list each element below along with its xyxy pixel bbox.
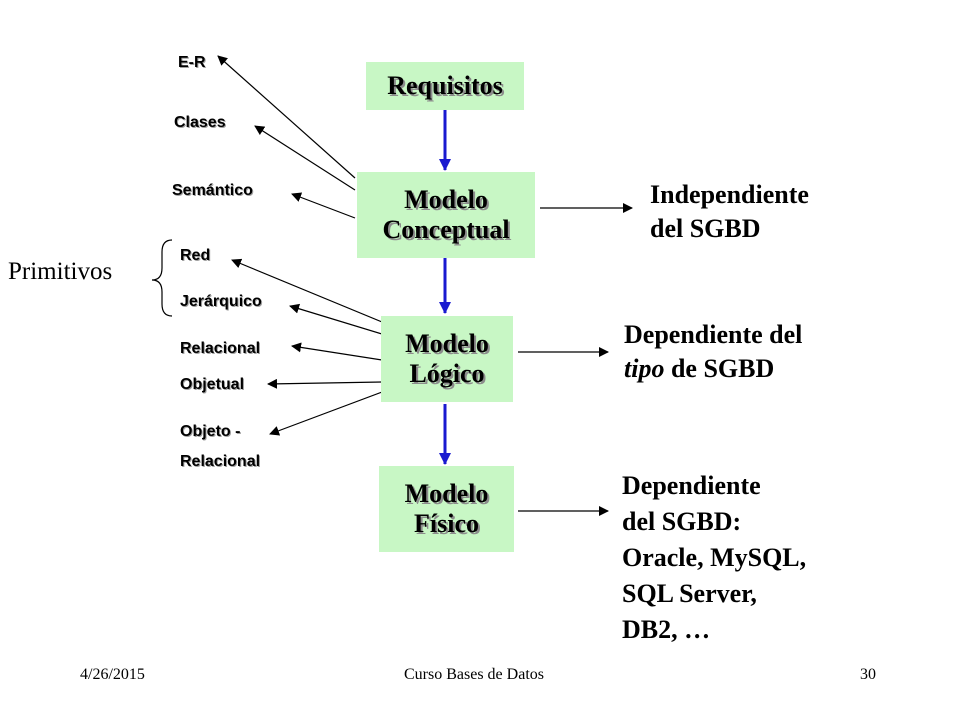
desc-fisico-line1: Dependiente — [622, 471, 761, 500]
label-objeto-relacional: Relacional — [180, 453, 261, 470]
modelo-logico-box: Modelo Lógico — [381, 316, 513, 402]
desc-conceptual: Independiente del SGBD — [650, 178, 809, 246]
footer-course: Curso Bases de Datos — [404, 666, 544, 683]
footer-date: 4/26/2015 — [80, 666, 145, 683]
desc-logico-line2: tipo de SGBD — [624, 352, 802, 386]
footer-page: 30 — [860, 666, 876, 683]
label-red: Red — [180, 247, 211, 264]
desc-conceptual-line1: Independiente — [650, 180, 809, 209]
primitivos-brace — [151, 239, 173, 317]
desc-fisico-line4: SQL Server, — [622, 579, 757, 608]
label-relacional: Relacional — [180, 340, 261, 357]
label-clases: Clases — [174, 114, 226, 131]
desc-logico-rest: de SGBD — [664, 354, 775, 383]
desc-logico: Dependiente del tipo de SGBD — [624, 318, 802, 386]
arrow-to-clases — [254, 125, 356, 191]
arrow-to-semantico — [291, 192, 356, 219]
modelo-fisico-box: Modelo Físico — [379, 466, 514, 552]
modelo-logico-line2: Lógico — [409, 359, 485, 388]
arrow-to-er — [217, 55, 356, 179]
modelo-fisico-line1: Modelo — [404, 479, 489, 508]
desc-conceptual-line2: del SGBD — [650, 214, 761, 243]
label-er: E-R — [178, 54, 206, 71]
desc-fisico-line5: DB2, … — [622, 615, 711, 644]
requisitos-label: Requisitos — [387, 71, 503, 100]
desc-fisico-line2: del SGBD: — [622, 507, 742, 536]
desc-logico-italic: tipo — [624, 354, 665, 383]
primitivos-label: Primitivos — [8, 258, 113, 285]
arrow-to-red — [231, 258, 383, 323]
label-objetual: Objetual — [180, 376, 245, 393]
label-semantico: Semántico — [172, 182, 253, 199]
requisitos-box: Requisitos — [366, 62, 524, 110]
modelo-conceptual-line2: Conceptual — [382, 215, 510, 244]
label-objeto: Objeto - — [180, 423, 241, 440]
label-jerarquico: Jerárquico — [180, 293, 262, 310]
modelo-conceptual-box: Modelo Conceptual — [357, 172, 535, 258]
arrow-to-objetual — [267, 378, 383, 389]
desc-logico-line1: Dependiente del — [624, 320, 803, 349]
modelo-conceptual-line1: Modelo — [404, 185, 488, 214]
modelo-logico-line1: Modelo — [405, 329, 489, 358]
desc-fisico: Dependiente del SGBD: Oracle, MySQL, SQL… — [622, 468, 806, 648]
arrow-to-objeto-relacional — [269, 391, 383, 436]
arrow-to-relacional — [291, 342, 383, 361]
arrow-to-jerarquico — [289, 303, 383, 335]
desc-fisico-line3: Oracle, MySQL, — [622, 543, 807, 572]
modelo-fisico-line2: Físico — [414, 509, 479, 538]
